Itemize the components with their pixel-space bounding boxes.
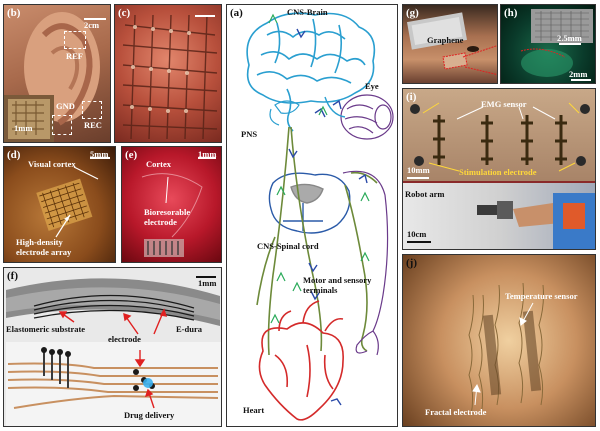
fractal-electrode-illustration — [468, 282, 544, 416]
panel-label-d: (d) — [7, 149, 21, 161]
panel-f-edura: (f) 1mm Elastomeric substrate E-dura ele… — [3, 267, 222, 427]
panel-label-g: (g) — [406, 7, 419, 19]
electrode-array-illustration — [36, 178, 93, 231]
emg-sensor-label: EMG sensor — [481, 99, 527, 109]
scale-label: 2cm — [84, 20, 100, 30]
panel-label-e: (e) — [125, 149, 138, 161]
robot-arm-image: Robot arm 10cm — [403, 183, 595, 249]
scale-bar — [196, 276, 216, 278]
scale-label-2: 10cm — [407, 229, 427, 239]
panel-j-fractal: (j) Temperature sensor Fractal electrode — [402, 254, 596, 427]
panel-e-cortex: (e) Cortex 1mm Bioresorable electrode — [121, 146, 222, 263]
panel-label-c: (c) — [118, 7, 131, 19]
emg-sensor-image: (i) EMG sensor Stimulation electrode 10m… — [403, 89, 595, 183]
pns-label: PNS — [241, 129, 258, 139]
rec-label: REC — [84, 120, 102, 130]
array-label: High-density electrode array — [16, 237, 72, 257]
panel-label-f: (f) — [7, 270, 18, 282]
scale-bar-1 — [407, 177, 429, 179]
scale-label-2: 2mm — [569, 69, 588, 79]
ref-label: REF — [66, 51, 83, 61]
panel-label-h: (h) — [504, 7, 518, 19]
inset-scale-label: 1mm — [14, 123, 33, 133]
ear-illustration — [4, 12, 100, 142]
panel-label-b: (b) — [7, 7, 21, 19]
arrows — [422, 102, 580, 172]
eye-label: Eye — [365, 81, 379, 91]
scale-label: 1mm — [198, 278, 217, 288]
rec-box — [82, 101, 102, 119]
robot-arm-label: Robot arm — [405, 189, 445, 199]
mesh-illustration — [122, 14, 218, 140]
graphene-label: Graphene — [427, 35, 464, 45]
cns-brain-label: CNS-Brain — [287, 7, 328, 17]
cortex-label: Cortex — [146, 159, 172, 169]
scale-label-1: 10mm — [407, 165, 430, 175]
edura-illustration — [6, 278, 221, 426]
panel-c-mesh: (c) — [114, 4, 222, 143]
panel-label-j: (j) — [406, 257, 417, 269]
robot-arm-illustration — [477, 193, 595, 249]
nervous-system-diagram — [246, 12, 394, 421]
arrow-icon — [55, 166, 99, 238]
arrows — [472, 302, 534, 406]
panel-h-microscope: (h) 2.5mm 2mm — [500, 4, 596, 84]
scale-label: 5mm — [90, 149, 109, 159]
scale-bar — [90, 157, 110, 159]
sensor-illustration — [410, 104, 590, 166]
scale-bar — [195, 15, 215, 17]
heart-label: Heart — [243, 405, 265, 415]
spinal-cord-label: CNS-Spinal cord — [257, 241, 319, 251]
arrow-icon — [165, 176, 169, 204]
face-illustration — [406, 12, 497, 76]
temperature-sensor-label: Temperature sensor — [505, 291, 578, 301]
panel-b-ear: (b) 2cm REF GND REC 1mm — [3, 4, 111, 143]
visual-cortex-label: Visual cortex — [28, 159, 76, 169]
edura-label: E-dura — [176, 324, 202, 334]
electrode-label: Bioresorable electrode — [144, 207, 191, 227]
microscope-illustration — [520, 9, 593, 77]
gnd-label: GND — [56, 101, 75, 111]
terminals-label: Motor and sensory terminals — [303, 275, 372, 295]
bioresorbable-electrode-illustration — [141, 173, 203, 257]
scale-bar — [84, 18, 106, 20]
panel-d-visual-cortex: (d) Visual cortex 5mm High-density elect… — [3, 146, 116, 263]
panel-g-graphene: (g) Graphene — [402, 4, 498, 84]
ref-box — [64, 31, 86, 49]
panel-label-i: (i) — [406, 91, 417, 103]
panel-label-a: (a) — [230, 7, 243, 19]
scale-bar — [198, 157, 216, 159]
scale-bar-2 — [407, 241, 431, 243]
panel-i-emg: (i) EMG sensor Stimulation electrode 10m… — [402, 88, 596, 250]
red-arrows — [58, 308, 168, 409]
fractal-electrode-label: Fractal electrode — [425, 407, 487, 417]
drug-delivery-label: Drug delivery — [124, 410, 175, 420]
substrate-label: Elastomeric substrate — [6, 324, 86, 334]
panel-a-nervous-system: (a) CNS-Brain Eye PNS CNS-Spinal cord Mo… — [226, 4, 398, 427]
gnd-box — [52, 115, 72, 135]
stimulation-electrode-label: Stimulation electrode — [459, 167, 537, 177]
scale-label-1: 2.5mm — [557, 33, 582, 43]
scale-label: 1mm — [198, 149, 217, 159]
electrode-label: electrode — [108, 334, 141, 344]
scale-bar-2 — [571, 79, 591, 81]
scale-bar-1 — [559, 43, 581, 45]
